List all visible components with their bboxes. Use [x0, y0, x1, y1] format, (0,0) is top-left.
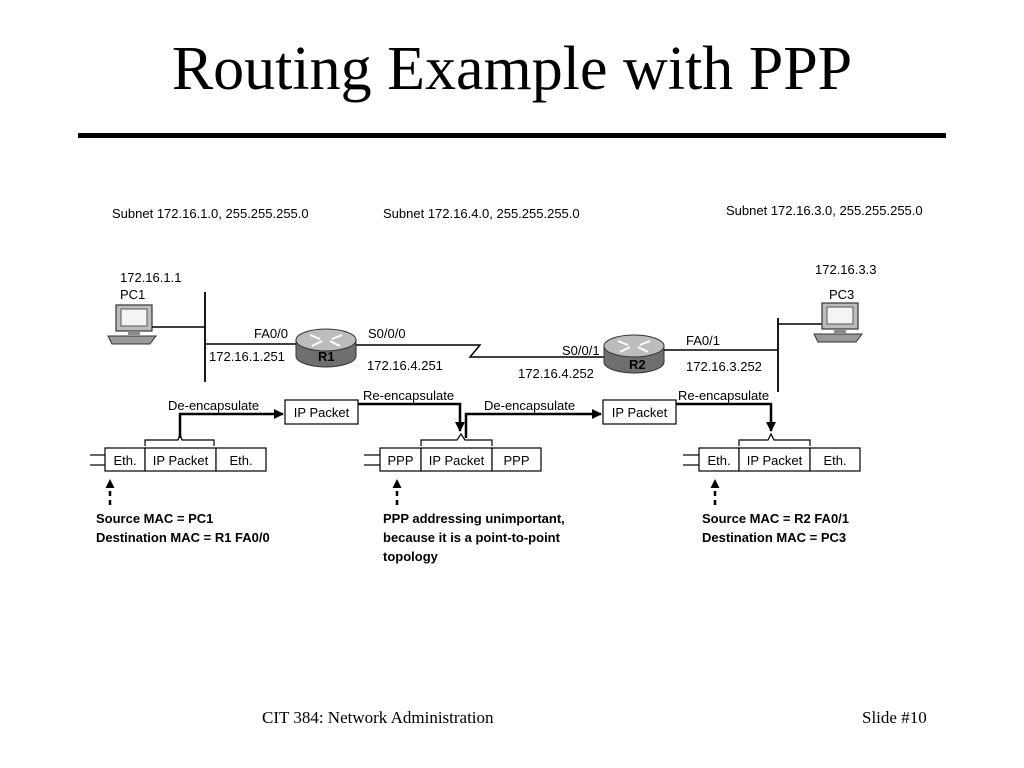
pc3-ip: 172.16.3.3 — [815, 262, 876, 277]
pc1-ip: 172.16.1.1 — [120, 270, 181, 285]
note-right-line-2: Destination MAC = PC3 — [702, 530, 846, 545]
r2-lan-iface: FA0/1 — [686, 333, 720, 348]
frame-middle-trailer: PPP — [503, 453, 529, 468]
pc1-name: PC1 — [120, 287, 145, 302]
deencapsulate-arrow-1 — [178, 409, 284, 438]
subnet-right-label: Subnet 172.16.3.0, 255.255.255.0 — [726, 203, 923, 218]
serial-link — [356, 344, 605, 358]
deencapsulate-label-2: De-encapsulate — [484, 398, 575, 413]
footer-slide-number: Slide #10 — [862, 708, 927, 727]
subnet-left-label: Subnet 172.16.1.0, 255.255.255.0 — [112, 206, 309, 221]
frame-middle — [364, 432, 542, 472]
subnet-middle-label: Subnet 172.16.4.0, 255.255.255.0 — [383, 206, 580, 221]
reencapsulate-arrow-2 — [676, 402, 776, 432]
ip-packet-box-2 — [602, 399, 677, 425]
r1-router-icon[interactable] — [295, 328, 357, 368]
frame-right-trailer: Eth. — [823, 453, 846, 468]
r2-wan-ip: 172.16.4.252 — [518, 366, 594, 381]
frame-right-header: Eth. — [707, 453, 730, 468]
reencapsulate-label-2: Re-encapsulate — [678, 388, 769, 403]
frame-left-trailer: Eth. — [229, 453, 252, 468]
r2-lan-ip: 172.16.3.252 — [686, 359, 762, 374]
r2-wan-iface: S0/0/1 — [562, 343, 600, 358]
r1-wan-ip: 172.16.4.251 — [367, 358, 443, 373]
ip-packet-label-2: IP Packet — [612, 405, 668, 420]
deencapsulate-label-1: De-encapsulate — [168, 398, 259, 413]
pc1-computer-icon[interactable] — [107, 304, 157, 345]
r1-name: R1 — [318, 349, 335, 364]
pc3-name: PC3 — [829, 287, 854, 302]
reencapsulate-label-1: Re-encapsulate — [363, 388, 454, 403]
note-middle-line-1: PPP addressing unimportant, — [383, 511, 565, 526]
footer-course-name: CIT 384: Network Administration — [262, 708, 494, 727]
note-left-line-1: Source MAC = PC1 — [96, 511, 213, 526]
r1-wan-iface: S0/0/0 — [368, 326, 406, 341]
ip-packet-box-1 — [284, 399, 359, 425]
note-middle-line-3: topology — [383, 549, 439, 564]
r1-lan-iface: FA0/0 — [254, 326, 288, 341]
note-middle-line-2: because it is a point-to-point — [383, 530, 561, 545]
r2-router-icon[interactable] — [603, 334, 665, 374]
frame-middle-payload: IP Packet — [429, 453, 485, 468]
frame-middle-header: PPP — [387, 453, 413, 468]
frame-right — [683, 432, 861, 472]
pc3-computer-icon[interactable] — [813, 302, 863, 343]
frame-left-header: Eth. — [113, 453, 136, 468]
frame-right-payload: IP Packet — [747, 453, 803, 468]
deencapsulate-arrow-2 — [464, 409, 602, 438]
r1-lan-ip: 172.16.1.251 — [209, 349, 285, 364]
frame-left — [90, 432, 267, 472]
note-left-line-2: Destination MAC = R1 FA0/0 — [96, 530, 270, 545]
reencapsulate-arrow-1 — [358, 402, 465, 432]
ip-packet-label-1: IP Packet — [294, 405, 350, 420]
note-right-line-1: Source MAC = R2 FA0/1 — [702, 511, 849, 526]
frame-left-payload: IP Packet — [153, 453, 209, 468]
slide-title: Routing Example with PPP — [171, 35, 853, 103]
title-rule — [78, 133, 946, 138]
r2-name: R2 — [629, 357, 646, 372]
